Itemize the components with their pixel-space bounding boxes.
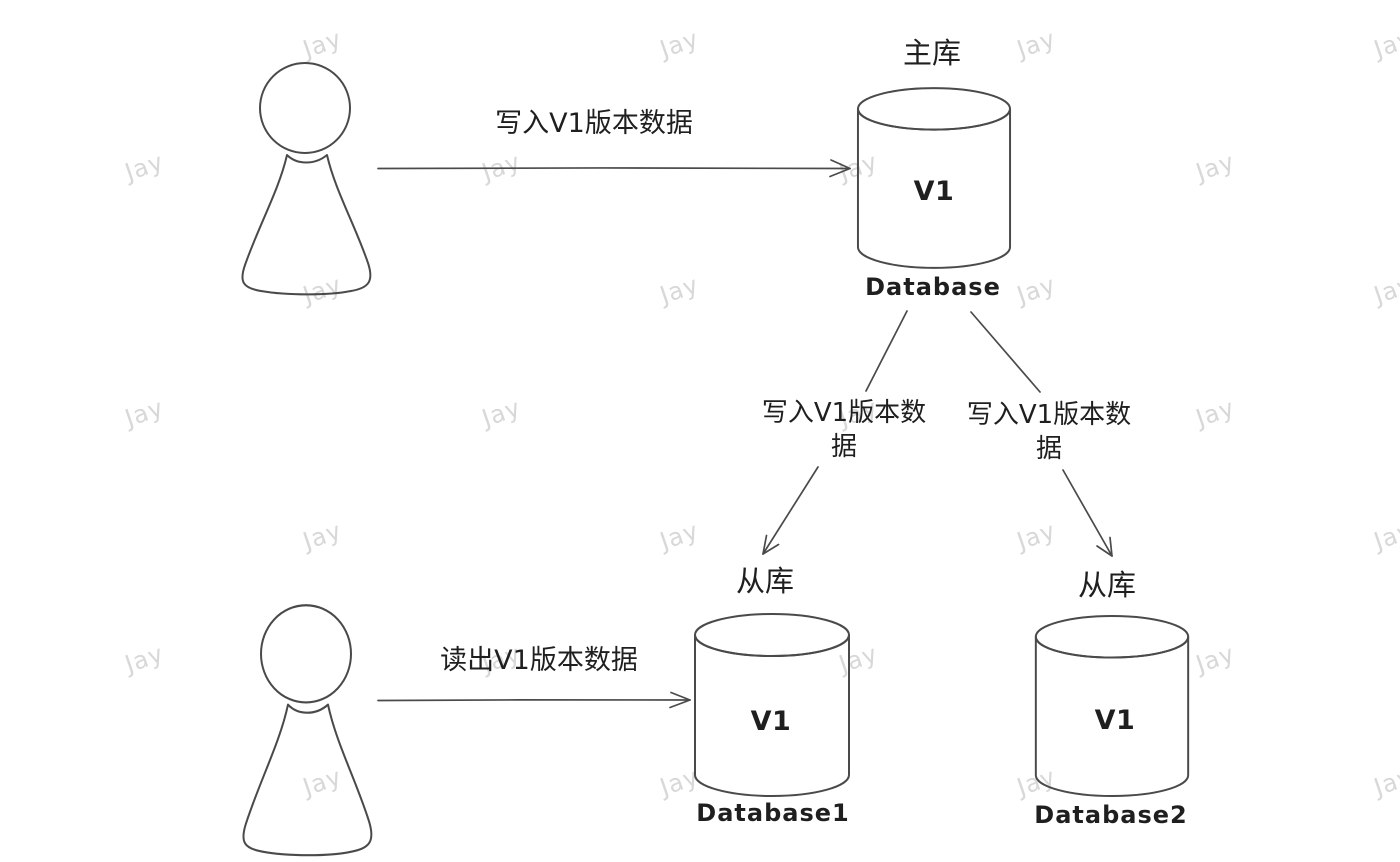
watermark-text: Jay (478, 147, 525, 187)
write-arrow-label: 写入V1版本数据 (495, 108, 693, 139)
replica2-db-title: 从库 (1077, 568, 1137, 602)
watermark-text: Jay (1370, 24, 1400, 64)
watermark-text: Jay (1192, 147, 1239, 187)
replica2-db-cylinder (1034, 614, 1190, 797)
reader-actor-figure (242, 604, 373, 857)
watermark-text: Jay (121, 147, 168, 187)
watermark-text: Jay (121, 639, 168, 679)
replica1-db-caption: Database1 (696, 799, 850, 827)
watermark-text: Jay (656, 270, 703, 310)
primary-db-caption: Database (865, 273, 1001, 301)
watermark-text: Jay (478, 393, 525, 433)
replicate-left-label: 写入V1版本数据 (761, 398, 927, 462)
read-arrow-label: 读出V1版本数据 (440, 645, 638, 676)
replica1-db-title: 从库 (735, 564, 795, 598)
watermark-text: Jay (1013, 516, 1060, 556)
watermark-text: Jay (1370, 762, 1400, 802)
read-arrow (377, 691, 691, 709)
writer-head (259, 62, 351, 154)
replica1-db-top (694, 613, 850, 657)
watermark-text: Jay (1013, 270, 1060, 310)
watermark-text: Jay (1013, 24, 1060, 64)
watermark-text: Jay (1192, 639, 1239, 679)
watermark-text: Jay (656, 516, 703, 556)
write-arrow (377, 159, 851, 178)
watermark-text: Jay (299, 516, 346, 556)
reader-head (260, 604, 352, 704)
watermark-text: Jay (1370, 516, 1400, 556)
watermark-text: Jay (121, 393, 168, 433)
watermark-text: Jay (1370, 270, 1400, 310)
replicate-right-label: 写入V1版本数据 (966, 400, 1132, 464)
watermark-text: Jay (299, 24, 346, 64)
primary-db-title: 主库 (902, 36, 962, 70)
replica1-db-cylinder (694, 613, 850, 797)
replica2-db-top (1034, 614, 1190, 659)
watermark-text: Jay (656, 24, 703, 64)
primary-db-top (856, 87, 1012, 131)
replica2-db-version: V1 (1094, 705, 1136, 736)
writer-actor-figure (241, 62, 372, 296)
replica1-db-version: V1 (750, 706, 792, 737)
replica2-db-caption: Database2 (1034, 801, 1188, 829)
primary-db-version: V1 (913, 176, 955, 207)
primary-db-cylinder (856, 87, 1012, 269)
watermark-text: Jay (1192, 393, 1239, 433)
